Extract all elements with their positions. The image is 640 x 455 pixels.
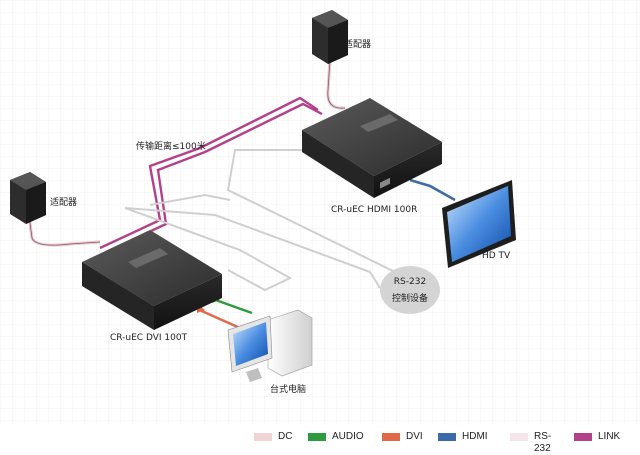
adapter-top-device [312, 10, 348, 64]
distance-label: 传输距离≤100米 [136, 142, 206, 152]
rs232-label-line2: 控制设备 [391, 294, 428, 304]
legend-swatch-rs232 [510, 433, 528, 441]
legend-label-dvi: DVI [406, 431, 423, 442]
legend-swatch-hdmi [438, 433, 456, 441]
link-cable [99, 96, 319, 250]
legend-swatch-audio [308, 433, 326, 441]
legend-label-link: LINK [598, 431, 621, 442]
desktop-label: 台式电脑 [270, 385, 307, 395]
legend-label-audio: AUDIO [332, 431, 364, 442]
dc-cable-top-edge [327, 59, 346, 109]
rs232-bubble [380, 266, 440, 314]
adapter-left-device [10, 172, 46, 224]
adapter-top-label: 适配器 [344, 40, 372, 50]
legend-swatch-dvi [382, 433, 400, 441]
tv-label: HD TV [482, 251, 511, 261]
legend: DC AUDIO DVI HDMI RS-232 LINK [0, 424, 640, 454]
legend-label-hdmi: HDMI [462, 431, 488, 442]
dc-cable-left-edge [27, 207, 101, 246]
rs232-label-line1: RS-232 [393, 277, 427, 287]
link-cable-2 [105, 102, 323, 254]
legend-swatch-dc [254, 433, 272, 441]
receiver-device [302, 98, 442, 198]
hdmi-cable [409, 178, 456, 202]
adapter-left-label: 适配器 [50, 198, 78, 208]
legend-swatch-link [574, 433, 592, 441]
rs232-cable-transmitter [124, 207, 381, 292]
legend-label-dc: DC [278, 431, 293, 442]
desktop-pc-device [227, 309, 313, 382]
grid-background [0, 0, 640, 424]
hd-tv-device [442, 180, 516, 268]
transmitter-label: CR-uEC DVI 100T [110, 333, 188, 343]
transmitter-device [82, 230, 222, 330]
rs232-cable-extra [149, 193, 231, 206]
receiver-label: CR-uEC HDMI 100R [331, 205, 418, 215]
dvi-cable [194, 306, 241, 330]
legend-label-rs232: RS-232 [534, 431, 552, 454]
